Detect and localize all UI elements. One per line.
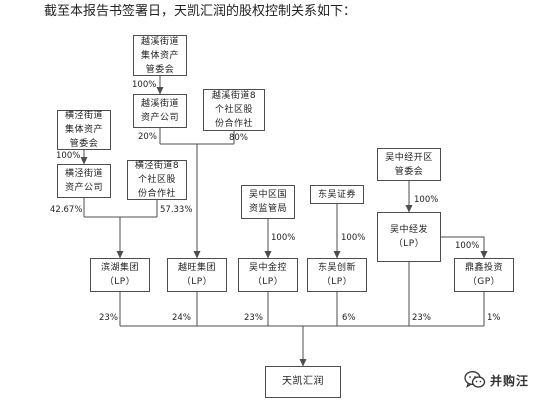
node-dongwu-chuangxin: 东吴创新 （LP） bbox=[307, 258, 367, 292]
node-yuexi-asset-co: 越溪街道 资产公司 bbox=[133, 94, 187, 128]
node-dongwu-securities: 东吴证券 bbox=[310, 185, 364, 204]
node-dingxin: 鼎鑫投资 （GP） bbox=[454, 258, 514, 292]
node-wuzhong-jingfa: 吴中经发 （LP） bbox=[377, 212, 441, 262]
pct-binhu-to-tiankai: 23% bbox=[99, 313, 118, 323]
node-hengjing-collective: 横泾街道 集体资产 管委会 bbox=[57, 110, 111, 150]
pct-devzone-to-jingfa: 100% bbox=[414, 195, 439, 205]
pct-yuexi-coop-to-yuewang: 80% bbox=[229, 133, 248, 143]
pct-hengjing-coop-to-binhu: 57.33% bbox=[160, 205, 193, 215]
pct-hengjing-collective-to-asset: 100% bbox=[56, 151, 81, 161]
watermark: 并购汪 bbox=[464, 368, 529, 392]
intro-text: 截至本报告书签署日，天凯汇润的股权控制关系如下： bbox=[44, 4, 357, 19]
node-tiankai: 天凯汇润 bbox=[265, 366, 341, 398]
pct-securities-to-chuangxin: 100% bbox=[341, 233, 366, 243]
node-wuzhong-jinkong: 吴中金控 （LP） bbox=[238, 258, 298, 292]
node-yuewang: 越旺集团 （LP） bbox=[167, 258, 227, 292]
pct-yuewang-to-tiankai: 24% bbox=[172, 313, 191, 323]
pct-yuexi-asset-to-yuewang: 20% bbox=[138, 132, 157, 142]
pct-dingxin-to-tiankai: 1% bbox=[487, 313, 501, 323]
pct-jingfa-to-dingxin: 100% bbox=[455, 241, 480, 251]
edge-jingfa-dingxin bbox=[441, 236, 488, 259]
watermark-text: 并购汪 bbox=[490, 373, 530, 388]
node-wuzhong-sasac: 吴中区国 资监管局 bbox=[241, 185, 295, 219]
node-hengjing-asset-co: 横泾街道 资产公司 bbox=[57, 164, 111, 198]
pct-jinkong-to-tiankai: 23% bbox=[244, 313, 263, 323]
node-binhu: 滨湖集团 （LP） bbox=[90, 258, 150, 292]
pct-chuangxin-to-tiankai: 6% bbox=[342, 313, 356, 323]
node-yuexi-collective: 越溪街道 集体资产 管委会 bbox=[133, 35, 187, 76]
wechat-icon bbox=[464, 371, 486, 388]
pct-jingfa-to-tiankai: 23% bbox=[412, 313, 431, 323]
pct-hengjing-asset-to-binhu: 42.67% bbox=[50, 205, 83, 215]
node-hengjing-8-coop: 横泾街道8 个社区股 份合作社 bbox=[127, 160, 187, 200]
pct-sasac-to-jinkong: 100% bbox=[271, 233, 296, 243]
pct-yuexi-collective-to-asset: 100% bbox=[132, 80, 157, 90]
node-yuexi-8-coop: 越溪街道8 个社区股 份合作社 bbox=[203, 89, 265, 131]
node-wuzhong-devzone: 吴中经开区 管委会 bbox=[377, 148, 441, 181]
